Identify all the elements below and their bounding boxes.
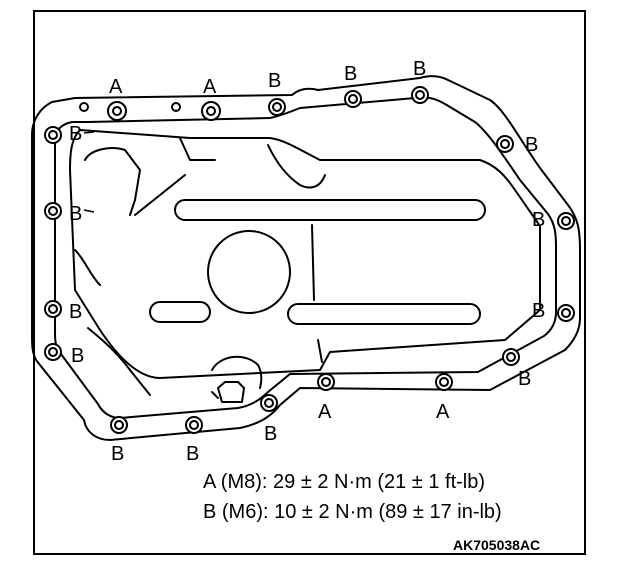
pan-slot-upper — [174, 199, 486, 221]
pan-rib-lower — [87, 327, 151, 396]
bolt-hole — [268, 98, 286, 116]
pan-drain-boss — [211, 355, 263, 389]
bolt-hole — [317, 373, 335, 391]
bolt-hole — [44, 202, 62, 220]
bolt-label-a: A — [436, 401, 450, 423]
bolt-label-b: B — [413, 58, 426, 80]
bolt-label-b: B — [69, 123, 82, 145]
pan-rib-lower-right — [317, 339, 323, 363]
leader-line — [83, 131, 95, 134]
bolt-label-a: A — [109, 76, 123, 98]
bolt-label-b: B — [518, 368, 531, 390]
pan-rib-top — [179, 137, 216, 161]
leader-line — [83, 209, 95, 213]
bolt-hole — [201, 101, 221, 121]
pan-drain-plug — [217, 381, 245, 403]
pan-flange-inner — [54, 96, 557, 419]
bolt-hole — [44, 343, 62, 361]
pan-drain-stem — [211, 391, 219, 399]
pan-ridge-left-lower — [74, 249, 101, 286]
bolt-hole — [557, 304, 575, 322]
bolt-label-b: B — [69, 203, 82, 225]
bolt-label-b: B — [532, 300, 545, 322]
bolt-label-b: B — [268, 70, 281, 92]
pan-flange-outer — [31, 75, 581, 441]
bolt-label-b: B — [344, 63, 357, 85]
locating-hole — [79, 102, 89, 112]
bolt-label-a: A — [203, 76, 217, 98]
bolt-hole — [260, 394, 278, 412]
pan-body — [69, 129, 541, 379]
bolt-label-b: B — [111, 443, 124, 465]
bolt-label-b: B — [525, 134, 538, 156]
bolt-label-b: B — [71, 345, 84, 367]
bolt-label-b: B — [186, 443, 199, 465]
bolt-hole — [110, 416, 128, 434]
locating-hole — [171, 102, 181, 112]
bolt-hole — [496, 135, 514, 153]
pan-slot-right — [287, 303, 481, 325]
bolt-label-a: A — [318, 401, 332, 423]
bolt-hole — [44, 300, 62, 318]
bolt-hole — [411, 86, 429, 104]
bolt-label-b: B — [264, 423, 277, 445]
bolt-hole — [435, 373, 453, 391]
torque-spec-b: B (M6): 10 ± 2 N·m (89 ± 17 in-lb) — [203, 501, 502, 523]
bolt-hole — [557, 212, 575, 230]
bolt-hole — [344, 90, 362, 108]
pan-rib-right — [311, 224, 315, 301]
figure-frame — [33, 10, 586, 555]
bolt-hole — [185, 416, 203, 434]
bolt-label-b: B — [532, 209, 545, 231]
pan-sump-circle — [207, 230, 291, 314]
bolt-hole — [44, 126, 62, 144]
bolt-hole — [502, 348, 520, 366]
figure-code: AK705038AC — [453, 537, 541, 553]
pan-slot-left — [149, 301, 211, 323]
pan-rib-center — [267, 144, 326, 189]
torque-spec-a: A (M8): 29 ± 2 N·m (21 ± 1 ft-lb) — [203, 471, 486, 493]
pan-rib-diag — [134, 174, 186, 216]
pan-ridge-left — [84, 147, 141, 216]
bolt-label-b: B — [69, 301, 82, 323]
bolt-hole — [107, 101, 127, 121]
